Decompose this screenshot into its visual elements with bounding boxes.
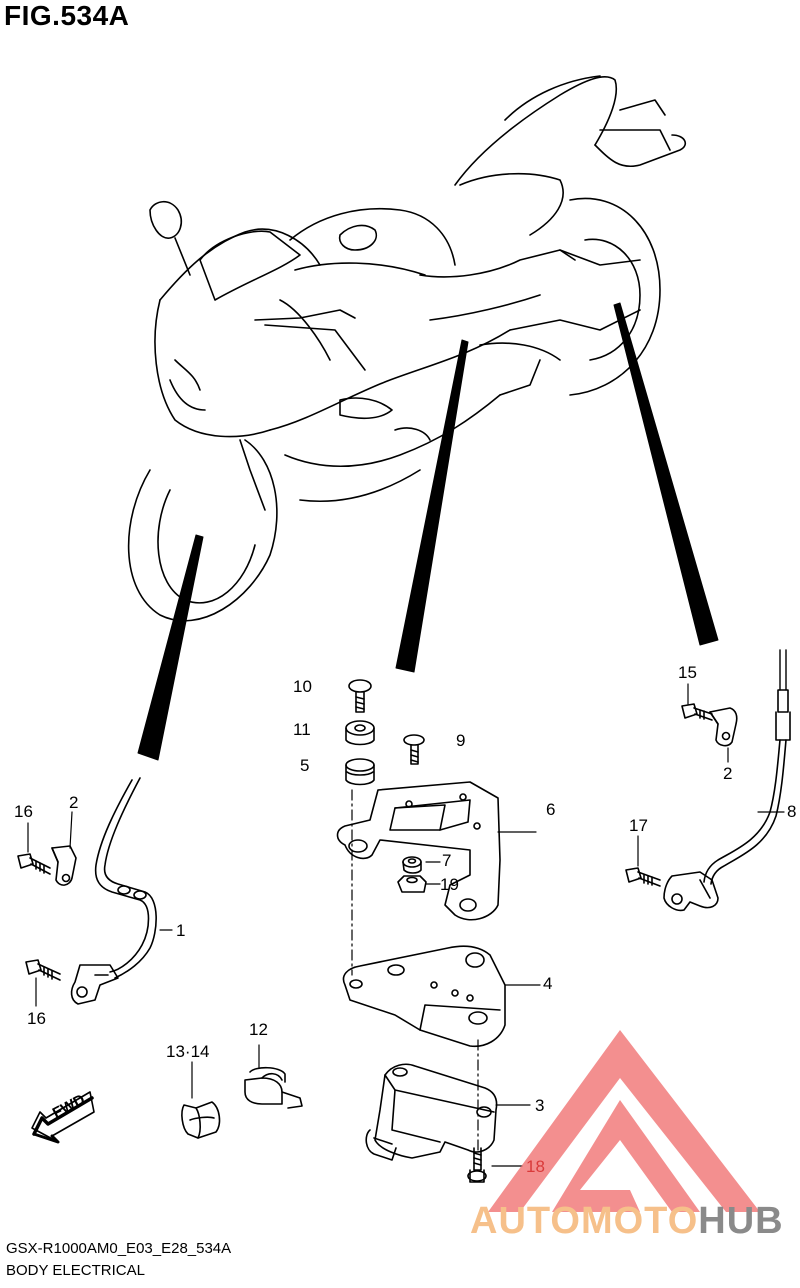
center-bracket-group [336, 679, 541, 1183]
callout-1: 1 [176, 921, 186, 940]
watermark-text-part2: HUB [698, 1200, 784, 1242]
callout-2-right: 2 [723, 764, 733, 783]
callout-16-top: 16 [14, 802, 33, 821]
figure-title: FIG.534A [4, 0, 130, 31]
watermark-text-part1: AUTOMOTO [470, 1200, 699, 1242]
callout-7: 7 [442, 851, 452, 870]
callout-6: 6 [546, 800, 556, 819]
callout-5: 5 [300, 756, 310, 775]
clamp-group [181, 1044, 303, 1139]
left-sensor-group [17, 777, 173, 1007]
callout-15: 15 [678, 663, 697, 682]
callout-13-14: 13·14 [166, 1042, 210, 1061]
right-sensor-group [625, 649, 791, 912]
callout-10: 10 [293, 677, 312, 696]
callout-11: 11 [293, 720, 311, 739]
callout-18: 18 [526, 1157, 545, 1176]
callout-17: 17 [629, 816, 648, 835]
leader-wedges [137, 302, 719, 761]
callout-3: 3 [535, 1096, 545, 1115]
callout-12: 12 [249, 1020, 268, 1039]
motorcycle-outline [127, 75, 687, 622]
watermark-text: AUTOMOTOHUB [470, 1200, 784, 1243]
callout-2-left: 2 [69, 793, 79, 812]
fwd-arrow [31, 1091, 95, 1144]
callout-9: 9 [456, 731, 466, 750]
callout-16-bottom: 16 [27, 1009, 46, 1028]
callout-8: 8 [787, 802, 797, 821]
callout-4: 4 [543, 974, 553, 993]
footer-section-name: BODY ELECTRICAL [6, 1262, 145, 1279]
callout-19: 19 [440, 875, 459, 894]
footer-figure-code: GSX-R1000AM0_E03_E28_534A [6, 1240, 232, 1257]
watermark-logo [488, 1030, 760, 1212]
